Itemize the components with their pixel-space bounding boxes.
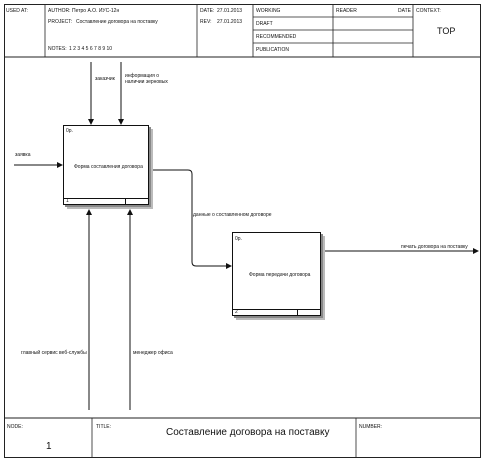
box-1-op: 0р. <box>66 128 73 134</box>
activity-box-2[interactable]: 0р. Форма передачи договора 2 <box>232 232 321 316</box>
number-label: NUMBER: <box>359 424 383 430</box>
label-control-1: заказчик <box>95 76 115 82</box>
rev-label: REV: <box>200 19 212 25</box>
label-input: заявка <box>15 152 31 158</box>
box-2-title: Форма передачи договора <box>249 272 311 278</box>
status-publication: PUBLICATION <box>256 47 289 53</box>
label-output: печать договора на поставку <box>401 244 468 250</box>
box-1-title: Форма составления договора <box>74 164 143 170</box>
rev-value: 27.01.2013 <box>217 19 243 25</box>
status-recommended: RECOMMENDED <box>256 34 297 40</box>
box-1-number: 1 <box>66 198 69 204</box>
context-value: TOP <box>437 26 456 36</box>
status-working: WORKING <box>256 8 281 14</box>
label-mechanism-1: главный сервис веб-службы <box>21 350 87 356</box>
status-draft: DRAFT <box>256 21 273 27</box>
label-mechanism-2: менеджер офиса <box>133 350 173 356</box>
label-intermediate: данные о составленном договоре <box>193 212 272 218</box>
diagram-title: Составление договора на поставку <box>166 427 330 438</box>
notes-label: NOTES: <box>48 46 67 52</box>
activity-box-1[interactable]: 0р. Форма составления договора 1 <box>63 125 149 205</box>
node-label: NODE: <box>7 424 23 430</box>
box-2-op: 0р. <box>235 236 242 242</box>
context-label: CONTEXT: <box>416 8 441 14</box>
reader-label: READER <box>336 8 357 14</box>
title-label: TITLE: <box>96 424 112 430</box>
date-label: DATE: <box>200 8 215 14</box>
label-control-2: информация о наличии зерновых <box>125 73 168 85</box>
notes-value: 1 2 3 4 5 6 7 8 9 10 <box>69 46 113 52</box>
box-2-number: 2 <box>235 309 238 315</box>
author-label: AUTHOR: <box>48 8 71 14</box>
project-label: PROJECT: <box>48 19 73 25</box>
intermediate-arrow <box>149 169 232 269</box>
used-at-label: USED AT: <box>6 8 28 14</box>
node-value: 1 <box>46 441 52 452</box>
author-value: Петро А.О. ИУС-12н <box>72 8 120 14</box>
project-value: Составление договора на поставку <box>76 19 158 25</box>
reader-date-label: DATE <box>398 8 411 14</box>
date-value: 27.01.2013 <box>217 8 243 14</box>
diagram-frame <box>4 4 481 458</box>
